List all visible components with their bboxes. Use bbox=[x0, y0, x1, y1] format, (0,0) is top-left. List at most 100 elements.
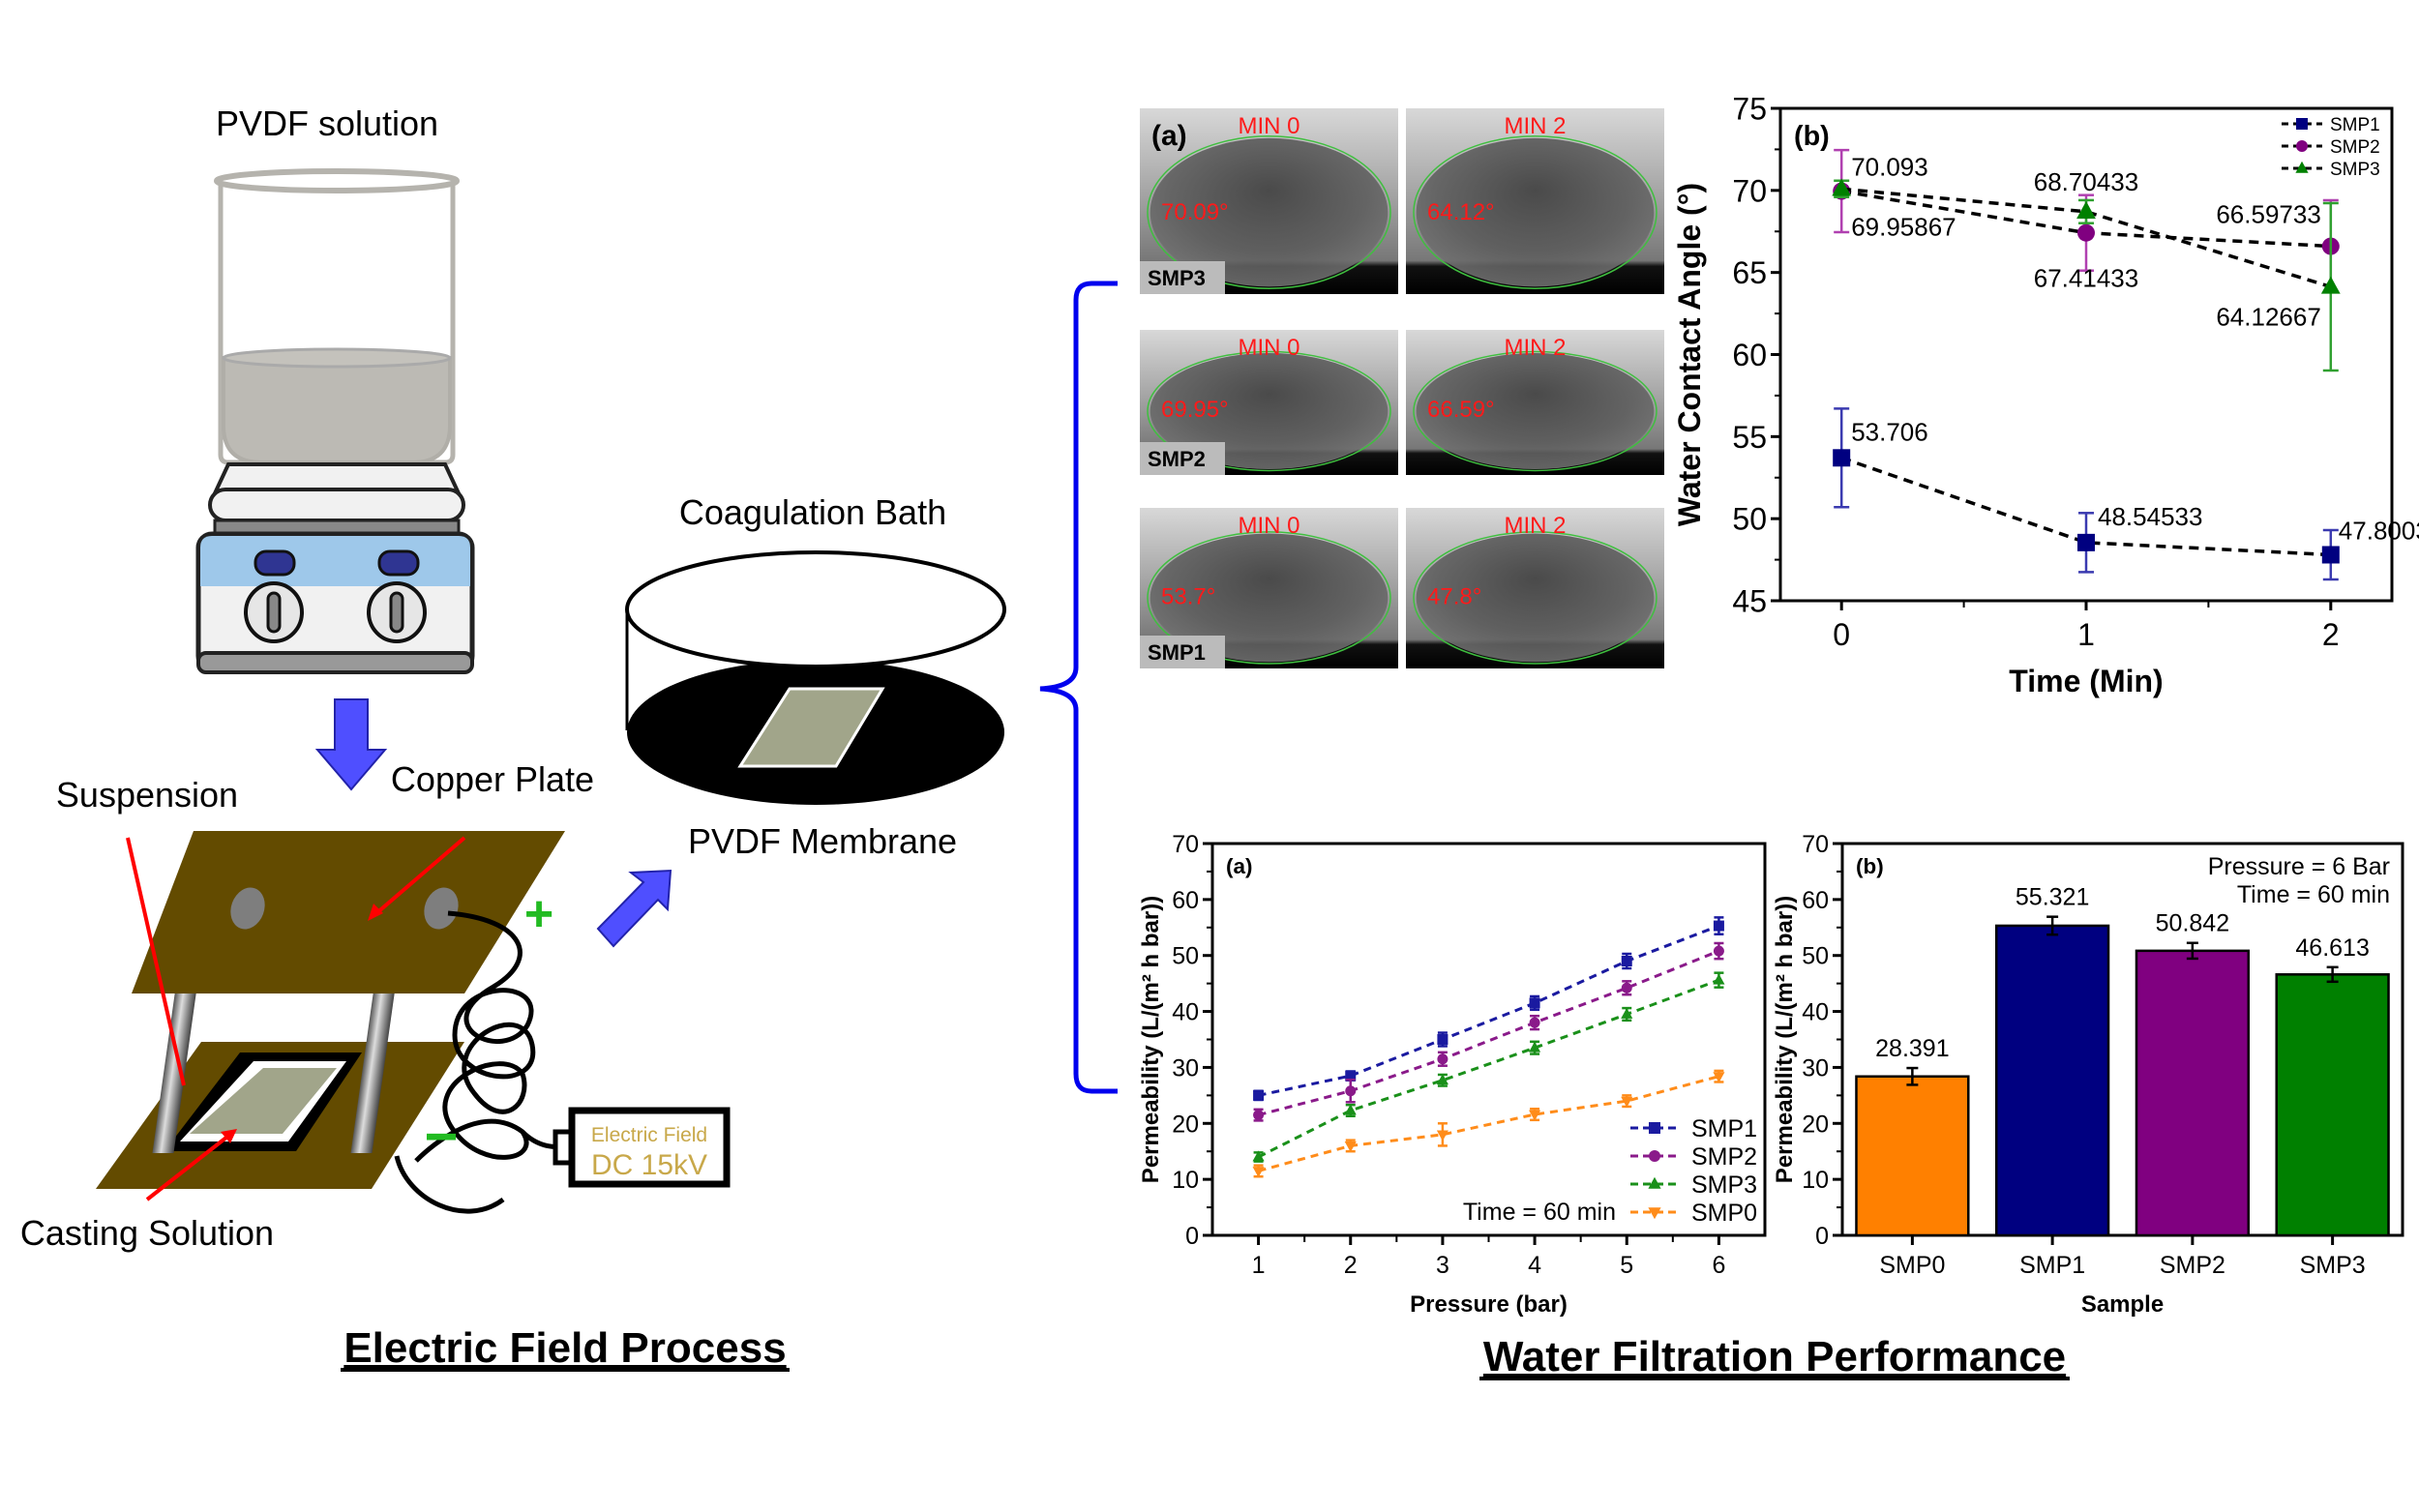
data-point-marker bbox=[1436, 1074, 1448, 1085]
series-line bbox=[1258, 949, 1719, 1117]
copper-plate-pointer bbox=[373, 836, 466, 916]
droplet bbox=[1416, 533, 1655, 663]
legend-label: SMP3 bbox=[1691, 1171, 1757, 1199]
up-right-arrow-icon bbox=[596, 869, 672, 948]
series-line bbox=[1840, 456, 2331, 557]
data-point-marker bbox=[1529, 997, 1540, 1009]
power-supply-voltage: DC 15kV bbox=[591, 1149, 707, 1181]
data-label: 53.706 bbox=[1851, 417, 1928, 446]
droplet bbox=[1150, 353, 1389, 469]
y-tick-label: 0 bbox=[1185, 1223, 1199, 1250]
photo-angle-label: 47.8° bbox=[1427, 584, 1481, 610]
data-point-marker bbox=[1529, 1041, 1541, 1052]
x-tick-label: 1 bbox=[1252, 1252, 1266, 1279]
data-point-marker bbox=[1621, 1096, 1633, 1108]
y-tick-label: 55 bbox=[1732, 420, 1767, 455]
data-label: 69.95867 bbox=[1851, 213, 1956, 242]
copper-plate-label: Copper Plate bbox=[391, 759, 594, 799]
photo-time-label: MIN 2 bbox=[1504, 335, 1566, 361]
data-point-marker bbox=[1621, 1007, 1633, 1019]
data-point-marker bbox=[1529, 1017, 1540, 1028]
y-tick-label: 50 bbox=[1802, 943, 1829, 970]
y-tick-label: 60 bbox=[1802, 887, 1829, 914]
data-point-marker bbox=[1621, 982, 1632, 993]
data-label: 48.54533 bbox=[2098, 502, 2202, 531]
data-label: 66.59733 bbox=[2216, 200, 2320, 229]
bar-smp2: 50.842 bbox=[2135, 910, 2251, 1237]
photo-time-label: MIN 0 bbox=[1238, 113, 1299, 139]
droplet-photo: MIN 069.95°SMP2 bbox=[1140, 330, 1398, 475]
electric-field-apparatus: + − Electric Field DC 15kV bbox=[96, 831, 731, 1214]
photo-angle-label: 64.12° bbox=[1427, 199, 1495, 225]
data-point-marker bbox=[1648, 1207, 1661, 1220]
data-label: 67.41433 bbox=[2034, 264, 2138, 293]
bar bbox=[1855, 1075, 1970, 1237]
data-point-marker bbox=[1621, 956, 1632, 966]
casting-solution-label: Casting Solution bbox=[20, 1213, 274, 1253]
data-point-marker bbox=[2076, 201, 2096, 220]
bar-value-label: 28.391 bbox=[1875, 1035, 1949, 1062]
y-tick-label: 10 bbox=[1802, 1167, 1829, 1194]
data-label: 70.093 bbox=[1851, 152, 1928, 181]
y-tick-label: 70 bbox=[1802, 831, 1829, 858]
time-annotation: Time = 60 min bbox=[1463, 1199, 1616, 1226]
data-point-marker bbox=[1437, 1053, 1448, 1065]
data-point-marker bbox=[1648, 1176, 1661, 1189]
photo-sample-label: SMP2 bbox=[1148, 447, 1206, 471]
data-point-marker bbox=[1649, 1122, 1660, 1134]
droplet-fit-outline bbox=[1413, 135, 1657, 289]
coagulation-bath-label: Coagulation Bath bbox=[679, 492, 946, 532]
x-tick-label: SMP3 bbox=[2300, 1252, 2366, 1279]
data-point-marker bbox=[2295, 161, 2309, 173]
photo-angle-label: 69.95° bbox=[1161, 397, 1229, 423]
process-diagram: PVDF solution Suspension Copper Plate bbox=[20, 104, 1006, 1372]
bar-value-label: 55.321 bbox=[2016, 884, 2089, 911]
photo-sample-label: SMP1 bbox=[1148, 640, 1206, 665]
photo-angle-label: 70.09° bbox=[1161, 199, 1229, 225]
legend-label: SMP2 bbox=[1691, 1143, 1757, 1171]
panel-label: (b) bbox=[1856, 854, 1884, 878]
data-point-marker bbox=[2077, 533, 2095, 551]
data-point-marker bbox=[1649, 1150, 1660, 1162]
x-tick-label: SMP1 bbox=[2019, 1252, 2085, 1279]
series-line bbox=[1258, 1075, 1719, 1172]
condition-annotation: Time = 60 min bbox=[2237, 881, 2390, 908]
y-tick-label: 50 bbox=[1732, 502, 1767, 537]
data-point-marker bbox=[1713, 973, 1725, 985]
bar-smp1: 55.321 bbox=[1994, 884, 2110, 1237]
legend-label: SMP2 bbox=[2330, 137, 2380, 158]
brace-icon bbox=[1039, 281, 1118, 1094]
data-point-marker bbox=[2296, 118, 2308, 130]
y-tick-label: 20 bbox=[1172, 1111, 1199, 1138]
x-tick-label: SMP0 bbox=[1879, 1252, 1945, 1279]
droplet bbox=[1416, 353, 1655, 469]
casting-solution-pointer bbox=[145, 1135, 229, 1201]
legend-label: SMP1 bbox=[2330, 115, 2380, 135]
y-tick-label: 70 bbox=[1172, 831, 1199, 858]
y-tick-label: 70 bbox=[1732, 173, 1767, 208]
electric-field-process-title: Electric Field Process bbox=[343, 1324, 786, 1372]
data-point-marker bbox=[1713, 1072, 1725, 1083]
x-tick-label: 0 bbox=[1833, 617, 1850, 652]
droplet bbox=[1416, 137, 1655, 287]
bar-value-label: 46.613 bbox=[2295, 934, 2369, 962]
photo-panel-label: (a) bbox=[1151, 120, 1187, 152]
down-arrow-icon bbox=[314, 698, 388, 791]
x-tick-label: 4 bbox=[1528, 1252, 1541, 1279]
legend-label: SMP3 bbox=[2330, 160, 2380, 180]
plot-frame bbox=[1210, 842, 1767, 1237]
y-tick-label: 60 bbox=[1732, 338, 1767, 372]
panel-label: (b) bbox=[1794, 121, 1830, 152]
legend-label: SMP0 bbox=[1691, 1200, 1757, 1227]
droplet-photo: MIN 266.59° bbox=[1406, 330, 1664, 475]
data-point-marker bbox=[1713, 920, 1724, 932]
coagulation-bath-icon bbox=[625, 550, 1006, 805]
photo-time-label: MIN 2 bbox=[1504, 113, 1566, 139]
photo-time-label: MIN 2 bbox=[1504, 513, 1566, 539]
y-tick-label: 10 bbox=[1172, 1167, 1199, 1194]
